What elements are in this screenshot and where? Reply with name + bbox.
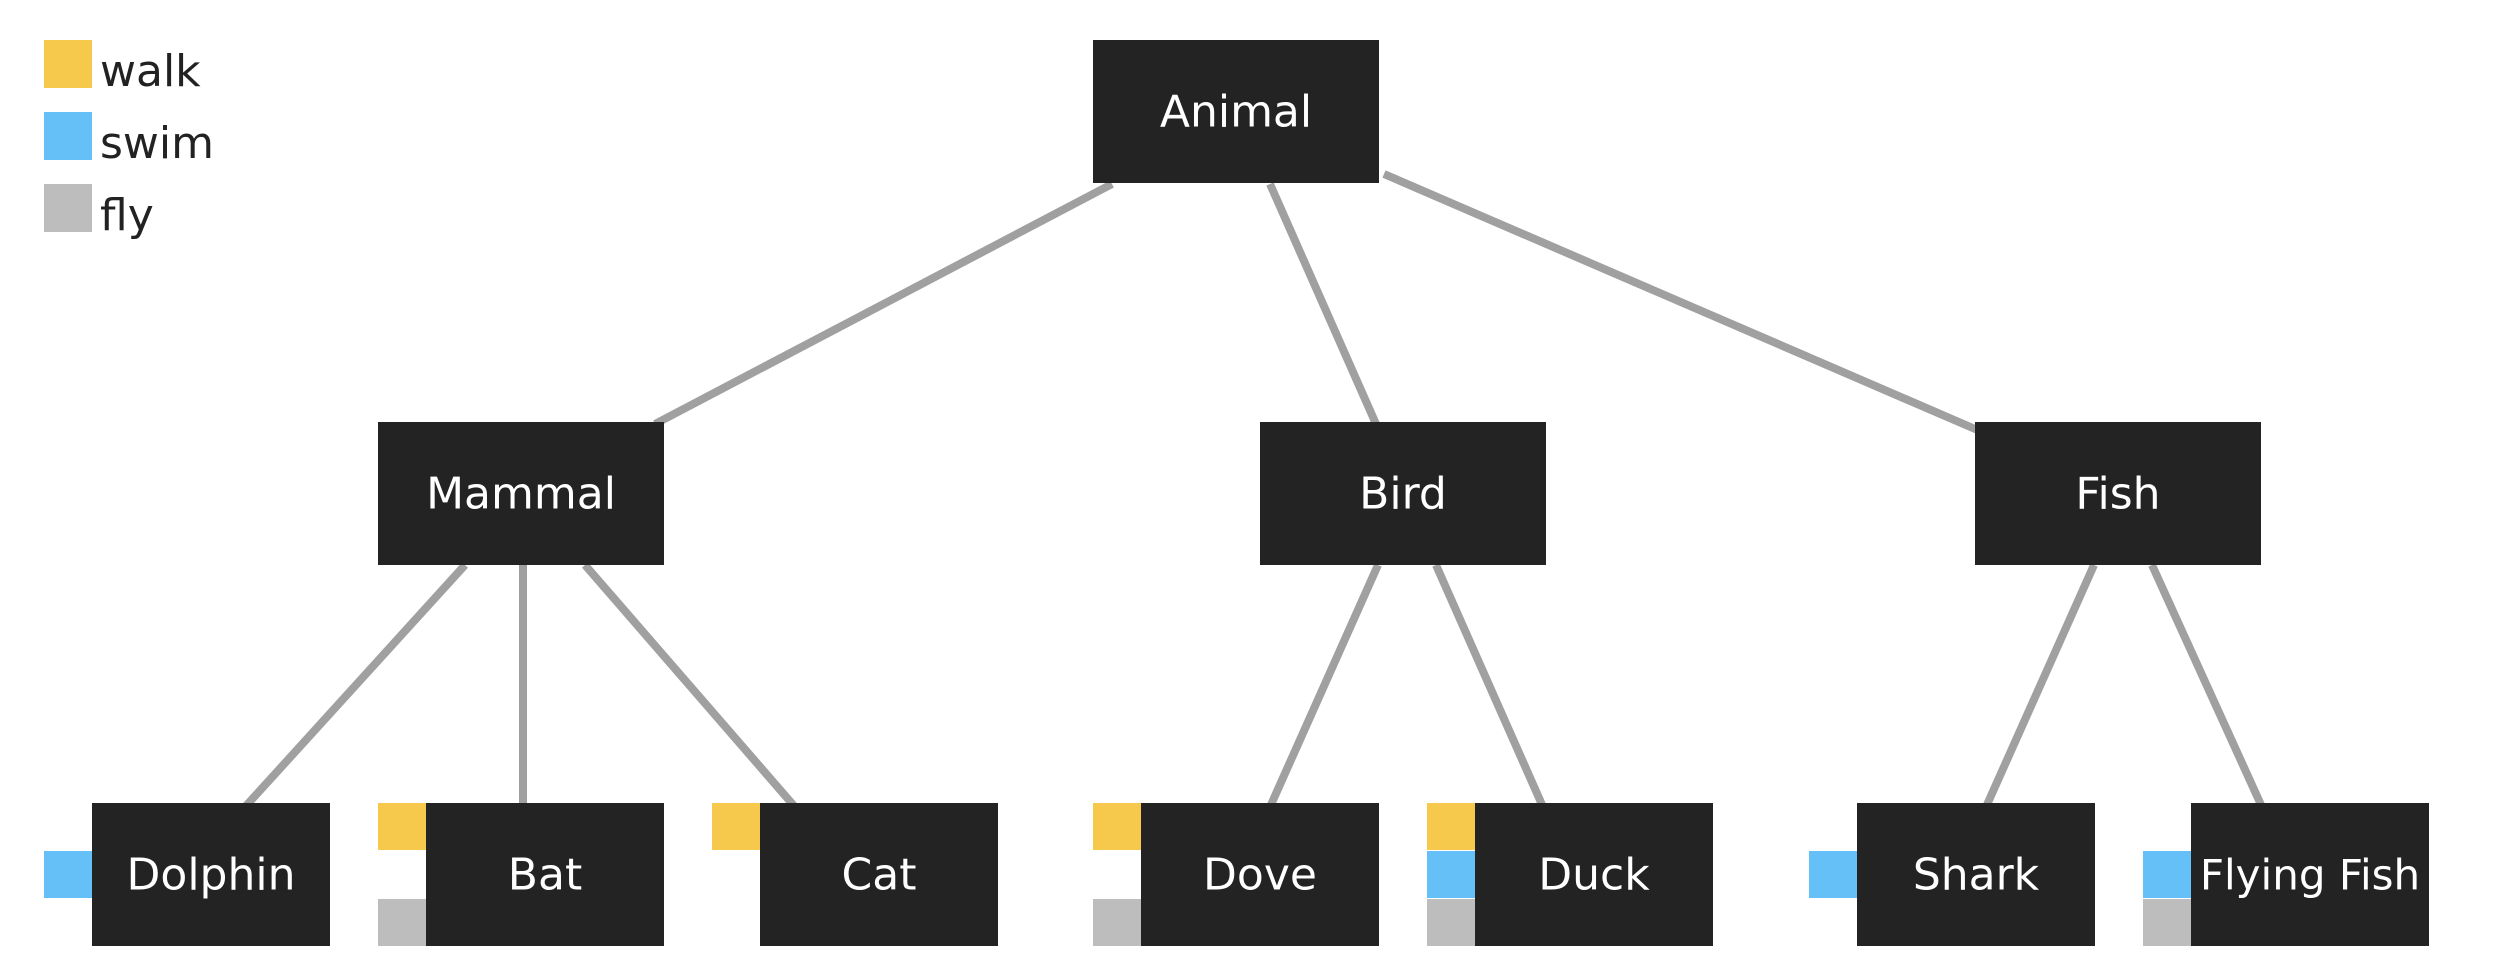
edge-fish-flying-fish [2148,563,2266,809]
legend-swatch-swim [44,112,92,160]
node-bird-box [1260,422,1546,565]
edge-bird-dove [1266,563,1382,809]
trait-marker-cat-walk [712,803,760,850]
edge-mammal-dolphin [242,562,468,810]
node-dove: Dove [1141,803,1379,946]
node-animal-label: Animal [1160,87,1312,138]
node-bat-label: Bat [508,850,582,901]
edge-bird-duck [1432,563,1547,809]
node-duck-box [1475,803,1713,946]
trait-marker-duck-walk [1427,803,1475,850]
legend-label-swim: swim [100,118,214,169]
node-bat: Bat [426,803,664,946]
node-bat-box [426,803,664,946]
node-fish: Fish [1975,422,2261,565]
node-dolphin: Dolphin [92,803,330,946]
node-animal: Animal [1093,40,1379,183]
node-mammal-box [378,422,664,565]
node-cat-box [760,803,998,946]
node-duck-label: Duck [1538,850,1650,901]
edge-mammal-cat [581,562,799,810]
legend: walk swim fly [44,40,214,241]
node-flying-fish-label: Flying Fish [2200,851,2420,900]
node-bird: Bird [1260,422,1546,565]
node-mammal-label: Mammal [426,469,616,520]
trait-marker-flying-fish-fly [2143,899,2191,946]
edge-fish-shark [1982,563,2098,809]
node-shark-box [1857,803,2095,946]
trait-marker-duck-fly [1427,899,1475,946]
trait-markers [44,803,2191,946]
node-flying-fish: Flying Fish [2191,803,2429,946]
node-bird-label: Bird [1359,469,1447,520]
legend-label-walk: walk [100,46,201,97]
node-dove-box [1141,803,1379,946]
node-fish-label: Fish [2075,469,2160,520]
node-cat: Cat [760,803,998,946]
node-flying-fish-box [2191,803,2429,946]
trait-marker-dolphin-swim [44,851,92,898]
trait-marker-shark-swim [1809,851,1857,898]
node-shark-label: Shark [1913,850,2040,901]
node-duck: Duck [1475,803,1713,946]
edge-animal-mammal [653,180,1114,428]
edge-layer [242,170,2266,810]
node-shark: Shark [1857,803,2095,946]
trait-marker-dove-fly [1093,899,1141,946]
trait-marker-flying-fish-swim [2143,851,2191,898]
node-dolphin-box [92,803,330,946]
trait-marker-dove-walk [1093,803,1141,850]
node-dove-label: Dove [1203,850,1317,901]
legend-swatch-walk [44,40,92,88]
trait-marker-bat-fly [378,899,426,946]
edge-animal-fish [1382,170,1984,436]
legend-label-fly: fly [100,190,154,241]
trait-marker-bat-walk [378,803,426,850]
node-animal-box [1093,40,1379,183]
legend-swatch-fly [44,184,92,232]
node-dolphin-label: Dolphin [127,850,296,901]
node-cat-label: Cat [842,850,917,901]
node-mammal: Mammal [378,422,664,565]
trait-marker-duck-swim [1427,851,1475,898]
edge-animal-bird [1266,182,1380,426]
node-fish-box [1975,422,2261,565]
